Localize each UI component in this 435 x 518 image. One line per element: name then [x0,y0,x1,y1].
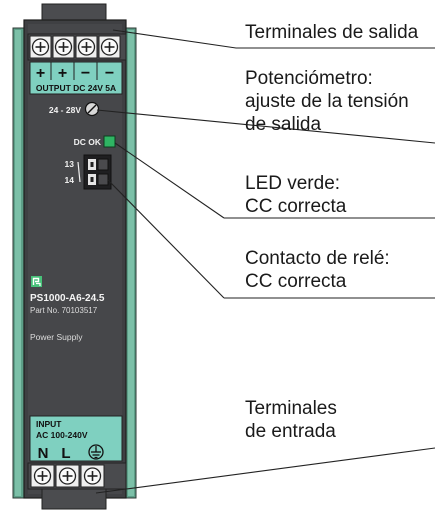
output-screw-1 [29,35,52,59]
callout-input-terminals: Terminales de entrada [245,398,337,442]
relay-connector [83,154,112,190]
voltage-range-label: 24 - 28V [49,105,81,115]
output-label-panel: + + − − OUTPUT DC 24V 5A [29,61,123,95]
input-terminal-block [27,462,127,490]
leader-green-led [114,142,225,219]
callout-relay-contact: Contacto de relé: CC correcta [245,248,390,292]
ground-symbol-icon [88,444,104,460]
output-terminal-label-1: + [36,65,45,82]
dc-ok-led [103,135,116,148]
input-terminal-label-l: L [61,445,70,462]
callout-potentiometer: Potenciómetro: ajuste de la tensión de s… [245,68,409,135]
product-type: Power Supply [30,332,83,342]
model-name: PS1000-A6-24.5 [30,293,105,304]
input-screw-1 [30,464,55,488]
leader-input-terminals [95,447,435,494]
output-terminal-label-2: + [58,65,67,82]
output-screw-2 [52,35,75,59]
callout-output-terminals: Terminales de salida [245,22,419,43]
din-rail-highlight-right [128,30,134,496]
leader-relay [107,179,225,299]
dc-ok-label: DC OK [74,137,102,147]
bottom-latch [41,488,107,510]
output-screw-4 [98,35,121,59]
output-screw-3 [75,35,98,59]
input-screw-2 [55,464,80,488]
input-screw-3 [80,464,105,488]
din-rail-highlight [15,30,21,496]
brand-logo-icon [31,276,42,287]
potentiometer-icon[interactable] [84,101,100,117]
callout-green-led: LED verde: CC correcta [245,173,347,217]
leader-lines [95,29,435,494]
relay-pin-14: 14 [65,175,75,185]
input-label-line1: INPUT [36,419,62,429]
input-label-panel: INPUT AC 100-240V N L [29,415,123,462]
input-label-line2: AC 100-240V [36,430,88,440]
input-terminal-label-n: N [38,445,49,462]
relay-pin-13: 13 [65,159,75,169]
output-rating-label: OUTPUT DC 24V 5A [36,83,116,93]
output-terminal-block [27,33,127,61]
leader-output-terminals [112,29,435,49]
relay-switch-symbol [77,161,81,183]
leader-potentiometer [96,109,435,144]
output-terminal-label-4: − [105,65,114,82]
output-terminal-label-3: − [81,65,90,82]
part-number: Part No. 70103517 [30,306,98,315]
